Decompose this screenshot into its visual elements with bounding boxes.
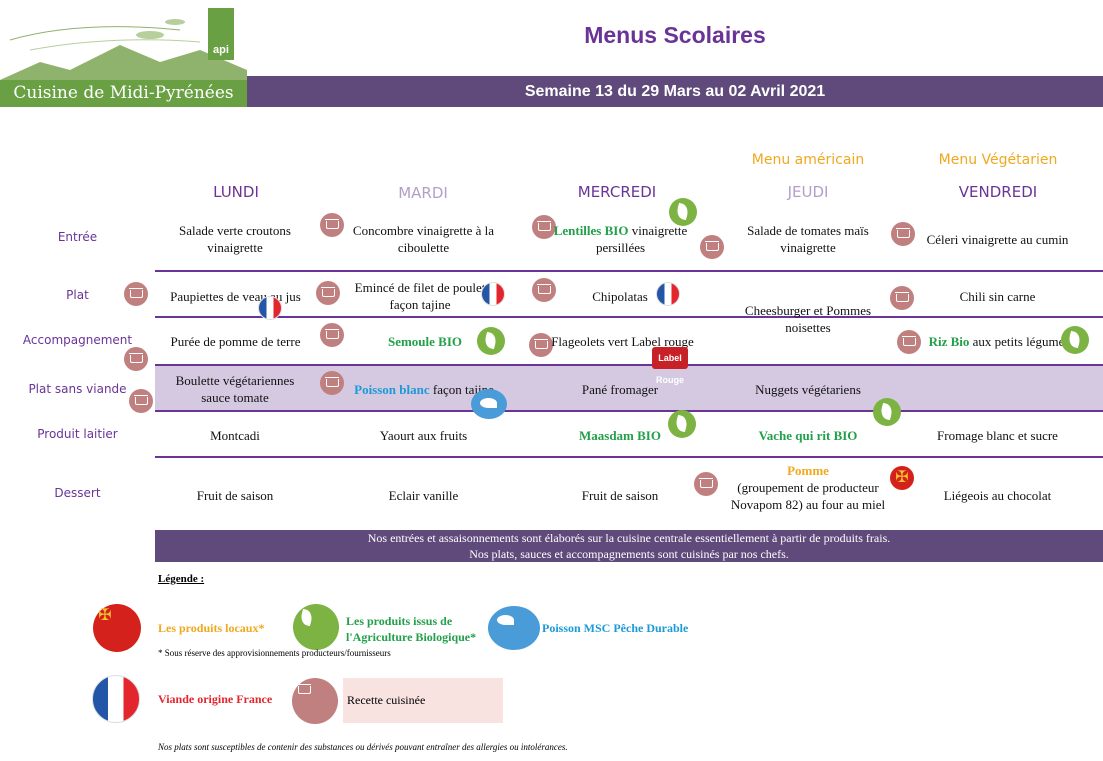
- legend-msc-fish-icon: [488, 606, 540, 650]
- row-divider: [155, 410, 1103, 412]
- brand-name: Cuisine de Midi-Pyrénées: [0, 80, 247, 107]
- row-label-plat: Plat: [66, 288, 89, 302]
- recette-cuisinee-icon: [320, 323, 344, 347]
- recette-cuisinee-icon: [532, 278, 556, 302]
- laitier-mercredi: Maasdam BIO: [579, 428, 661, 443]
- recette-cuisinee-icon: [320, 213, 344, 237]
- day-lundi: LUNDI: [213, 183, 259, 201]
- legend-occitan-cross-icon: [93, 604, 141, 652]
- week-banner: Semaine 13 du 29 Mars au 02 Avril 2021: [247, 76, 1103, 107]
- footer-line-2: Nos plats, sauces et accompagnements son…: [469, 547, 789, 561]
- theme-thursday: Menu américain: [751, 152, 865, 168]
- plat-sans-viande-jeudi: Nuggets végétariens: [755, 382, 861, 397]
- recette-cuisinee-icon: [890, 286, 914, 310]
- laitier-jeudi: Vache qui rit BIO: [758, 428, 858, 443]
- plat-sans-viande-lundi: Boulette végétariennes sauce tomate: [175, 373, 295, 405]
- recette-cuisinee-icon: [124, 282, 148, 306]
- label-rouge-icon: Label Rouge: [652, 347, 688, 385]
- recette-cuisinee-icon: [897, 330, 921, 354]
- mountain-logo-graphic: [0, 19, 247, 80]
- entree-jeudi: Salade de tomates maïs vinaigrette: [747, 223, 869, 255]
- recette-cuisinee-icon: [129, 389, 153, 413]
- bio-leaf-icon: [873, 398, 901, 426]
- entree-mardi: Concombre vinaigrette à la ciboulette: [352, 223, 495, 255]
- entree-mercredi: Lentilles BIO vinaigrette persillées: [553, 223, 688, 255]
- page-title: Menus Scolaires: [584, 22, 766, 48]
- legend-bio-leaf-icon: [293, 604, 339, 650]
- day-mardi: MARDI: [398, 184, 448, 202]
- day-mercredi: MERCREDI: [577, 183, 657, 201]
- occitan-cross-icon: [890, 466, 914, 490]
- msc-fish-icon: [471, 389, 507, 419]
- bio-leaf-icon: [1061, 326, 1089, 354]
- laitier-lundi: Montcadi: [210, 428, 260, 443]
- legend-title: Légende :: [158, 573, 205, 585]
- dessert-jeudi: Pomme (groupement de producteur Novapom 8…: [728, 462, 888, 513]
- theme-friday: Menu Végétarien: [938, 152, 1058, 168]
- france-flag-icon: [481, 282, 505, 306]
- dessert-mardi: Eclair vanille: [388, 488, 459, 503]
- laitier-mardi: Yaourt aux fruits: [379, 428, 468, 443]
- plat-lundi: Paupiettes de veau au jus: [170, 289, 301, 304]
- legend-local: Les produits locaux*: [158, 621, 265, 635]
- bio-leaf-icon: [669, 198, 697, 226]
- plat-mercredi: Chipolatas: [592, 289, 648, 304]
- recette-cuisinee-icon: [529, 333, 553, 357]
- row-divider: [155, 316, 1103, 318]
- accompagnement-lundi: Purée de pomme de terre: [170, 334, 301, 349]
- france-flag-icon: [656, 282, 680, 306]
- dessert-jeudi-detail: (groupement de producteur Novapom 82) au…: [730, 480, 886, 512]
- legend-msc: Poisson MSC Pêche Durable: [542, 621, 689, 635]
- day-vendredi: VENDREDI: [958, 183, 1038, 201]
- dessert-lundi: Fruit de saison: [196, 488, 274, 503]
- entree-vendredi: Céleri vinaigrette au cumin: [926, 232, 1069, 247]
- dessert-jeudi-local: Pomme: [787, 463, 829, 478]
- plat-jeudi: Cheesburger et Pommes noisettes: [744, 303, 872, 335]
- recette-cuisinee-icon: [124, 347, 148, 371]
- recette-cuisinee-icon: [320, 371, 344, 395]
- entree-lundi: Salade verte croutons vinaigrette: [179, 223, 291, 255]
- plat-sans-viande-mercredi: Pané fromager: [581, 382, 659, 397]
- legend-france-flag-icon: [92, 675, 140, 723]
- dessert-mercredi: Fruit de saison: [581, 488, 659, 503]
- row-label-produit-laitier: Produit laitier: [37, 427, 118, 441]
- laitier-vendredi: Fromage blanc et sucre: [937, 428, 1058, 443]
- recette-cuisinee-icon: [700, 235, 724, 259]
- plat-mardi: Emincé de filet de poulet façon tajine: [354, 280, 486, 312]
- recette-cuisinee-icon: [694, 472, 718, 496]
- legend-france: Viande origine France: [158, 692, 273, 706]
- footer-banner: Nos entrées et assaisonnements sont élab…: [155, 530, 1103, 562]
- allergy-notice: Nos plats sont susceptibles de contenir …: [158, 742, 568, 752]
- accompagnement-vendredi: Riz Bio aux petits légumes: [928, 334, 1070, 349]
- legend-note: * Sous réserve des approvisionnements pr…: [158, 648, 391, 658]
- dessert-vendredi: Liégeois au chocolat: [943, 488, 1052, 503]
- day-jeudi: JEUDI: [787, 183, 829, 201]
- row-divider: [155, 270, 1103, 272]
- recette-cuisinee-icon: [532, 215, 556, 239]
- france-flag-icon: [258, 296, 282, 320]
- logo: [0, 0, 247, 107]
- row-divider: [155, 456, 1103, 458]
- footer-line-1: Nos entrées et assaisonnements sont élab…: [367, 531, 891, 545]
- row-label-dessert: Dessert: [54, 486, 101, 500]
- row-label-entree: Entrée: [57, 230, 98, 244]
- legend-bio: Les produits issus de l'Agriculture Biol…: [346, 614, 477, 644]
- plat-vendredi: Chili sin carne: [959, 289, 1036, 304]
- legend-recette: Recette cuisinée: [343, 678, 503, 723]
- row-label-accompagnement: Accompagnement: [22, 333, 133, 347]
- api-badge: api: [208, 8, 234, 60]
- legend-recette-icon: [292, 678, 338, 724]
- accompagnement-mardi: Semoule BIO: [387, 334, 463, 349]
- accompagnement-mercredi: Flageolets vert Label rouge: [551, 334, 694, 349]
- bio-leaf-icon: [477, 327, 505, 355]
- row-divider: [155, 364, 1103, 366]
- plat-sans-viande-band: [155, 365, 1103, 410]
- bio-leaf-icon: [668, 410, 696, 438]
- recette-cuisinee-icon: [316, 281, 340, 305]
- row-label-plat-sans-viande: Plat sans viande: [28, 382, 127, 396]
- recette-cuisinee-icon: [891, 222, 915, 246]
